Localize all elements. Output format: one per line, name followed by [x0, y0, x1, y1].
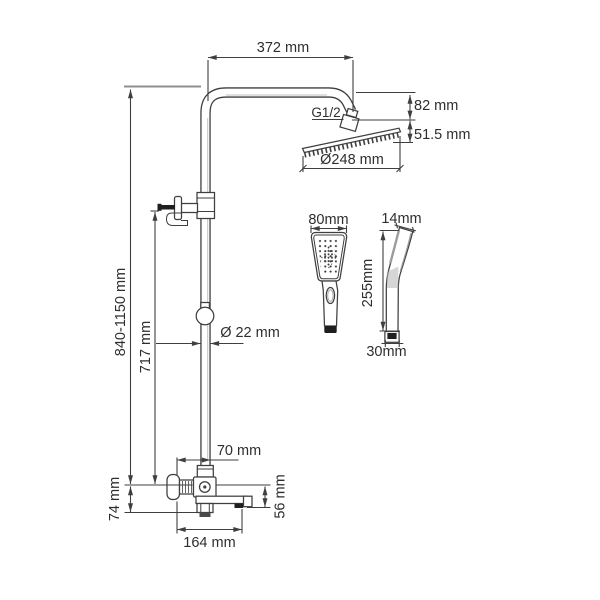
- dim-255-label: 255mm: [360, 259, 376, 307]
- hs-bottom-cap: [324, 326, 337, 333]
- dim-82-label: 82 mm: [414, 98, 458, 114]
- rain-shower-head: [301, 107, 402, 158]
- dim-56-label: 56 mm: [273, 474, 289, 518]
- valve-center-dot: [203, 485, 207, 489]
- bottom-nut: [196, 502, 214, 514]
- riser-arm-pipe-body: [201, 88, 355, 466]
- head-connector: [339, 107, 360, 133]
- dim-14-label: 14mm: [381, 211, 421, 227]
- head-nozzles: [303, 132, 400, 158]
- ball-joint: [195, 301, 215, 326]
- slider-holder: [157, 191, 216, 226]
- holder-bolt: [157, 205, 175, 210]
- dimensions: [124, 54, 416, 534]
- hs-side-cap: [387, 333, 397, 339]
- dim-74-label: 74 mm: [107, 477, 123, 521]
- spout-tip: [242, 495, 253, 508]
- dim-14-line: [394, 224, 416, 232]
- dim-717-label: 717 mm: [138, 321, 154, 373]
- dim-30-label: 30mm: [366, 344, 406, 360]
- dim-14-tick-right: [411, 226, 415, 233]
- mixer-top-sleeve: [196, 464, 214, 478]
- ball: [195, 306, 215, 326]
- dim-248-label: Ø248 mm: [320, 152, 384, 168]
- dim-51-label: 51.5 mm: [414, 127, 470, 143]
- spout: [195, 495, 248, 505]
- bottom-tailpiece: [199, 512, 211, 517]
- holder-hook: [165, 212, 188, 226]
- spout-aerator: [234, 503, 243, 508]
- dim-840-1150-label: 840-1150 mm: [113, 268, 129, 356]
- hs-side-front-shade: [389, 229, 401, 264]
- hs-mode-button-inner: [327, 289, 334, 302]
- dim-80-label: 80mm: [308, 212, 348, 228]
- hs-head-inner-line: [313, 234, 345, 280]
- holder-bolt-head: [157, 203, 162, 211]
- hand-shower-front-view: [310, 231, 348, 333]
- hand-shower-side-view: [384, 226, 414, 343]
- dim-70-label: 70 mm: [217, 443, 261, 459]
- thread-size-label: G1/2: [311, 105, 340, 120]
- hs-side-neck-shade: [386, 266, 399, 288]
- holder-arm: [179, 202, 199, 214]
- knurl-lines: [182, 481, 192, 493]
- hs-side-back-shade: [399, 233, 412, 272]
- shower-column: [157, 87, 357, 466]
- slider-sleeve: [196, 191, 216, 220]
- dim-14-tick-left: [395, 222, 399, 229]
- holder-plate: [173, 195, 183, 221]
- hs-nozzle-center-diamond: [321, 245, 337, 269]
- mixer-assembly: [166, 464, 253, 517]
- dim-164-label: 164 mm: [183, 535, 235, 551]
- dim-22-label: Ø 22 mm: [220, 325, 280, 341]
- wall-flange: [166, 473, 181, 501]
- head-plate: [301, 127, 402, 154]
- connector-body: [339, 113, 360, 133]
- dim-372-label: 372 mm: [257, 40, 309, 56]
- dimension-labels: 372 mm G1/2 82 mm 51.5 mm Ø248 mm 840-11…: [107, 40, 470, 551]
